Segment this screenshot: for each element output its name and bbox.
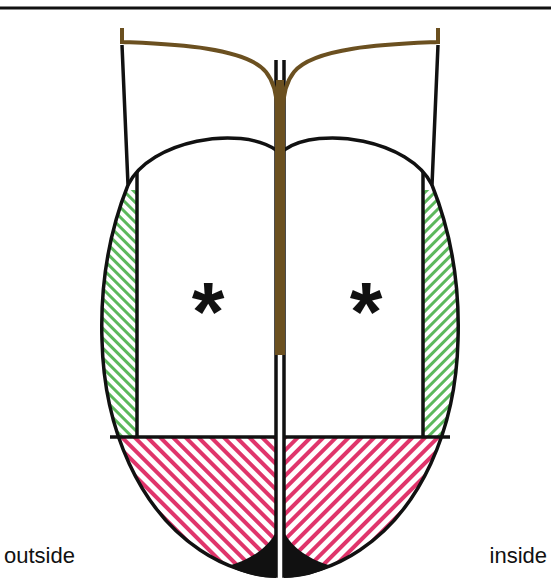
- top-line: [0, 7, 551, 10]
- side-label: inside: [490, 545, 547, 567]
- side-label: outside: [4, 545, 75, 567]
- region-mark: *: [350, 270, 383, 354]
- left-shoe: [90, 28, 277, 587]
- center-strap: [276, 80, 284, 355]
- right-shoe: [283, 28, 470, 587]
- region-mark: *: [192, 270, 225, 354]
